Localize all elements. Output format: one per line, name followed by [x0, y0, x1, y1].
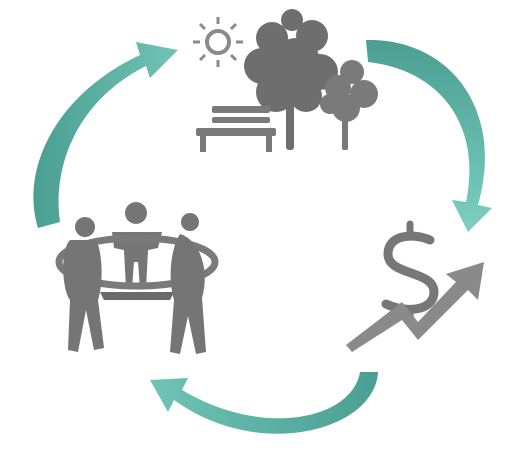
dollar-sign-icon — [381, 220, 439, 326]
park-tree-bench-sun-icon — [193, 9, 378, 152]
person-head — [125, 202, 147, 224]
person-body — [63, 240, 104, 352]
node-community — [55, 202, 219, 354]
arrow-community-to-nature — [33, 42, 178, 228]
person-head — [181, 213, 199, 231]
linked-arms-ring — [55, 234, 219, 290]
arrow-economy-to-community — [150, 372, 378, 434]
curved-arrow-icon — [150, 372, 378, 434]
node-nature — [193, 9, 378, 152]
small-tree-icon — [320, 60, 378, 150]
curved-arrow-icon — [33, 42, 178, 228]
person-body — [170, 234, 206, 354]
node-economy — [346, 220, 484, 352]
sun-icon — [193, 17, 243, 67]
person-head — [75, 217, 95, 237]
growth-arrow-icon — [346, 262, 484, 352]
people-circle-icon — [55, 202, 219, 354]
person-body — [112, 232, 162, 288]
bench-icon — [196, 106, 276, 152]
dollar-growth-arrow-icon — [346, 220, 484, 352]
curved-arrow-icon — [366, 39, 492, 232]
arrow-nature-to-economy — [366, 39, 492, 232]
ring-front — [100, 292, 174, 300]
